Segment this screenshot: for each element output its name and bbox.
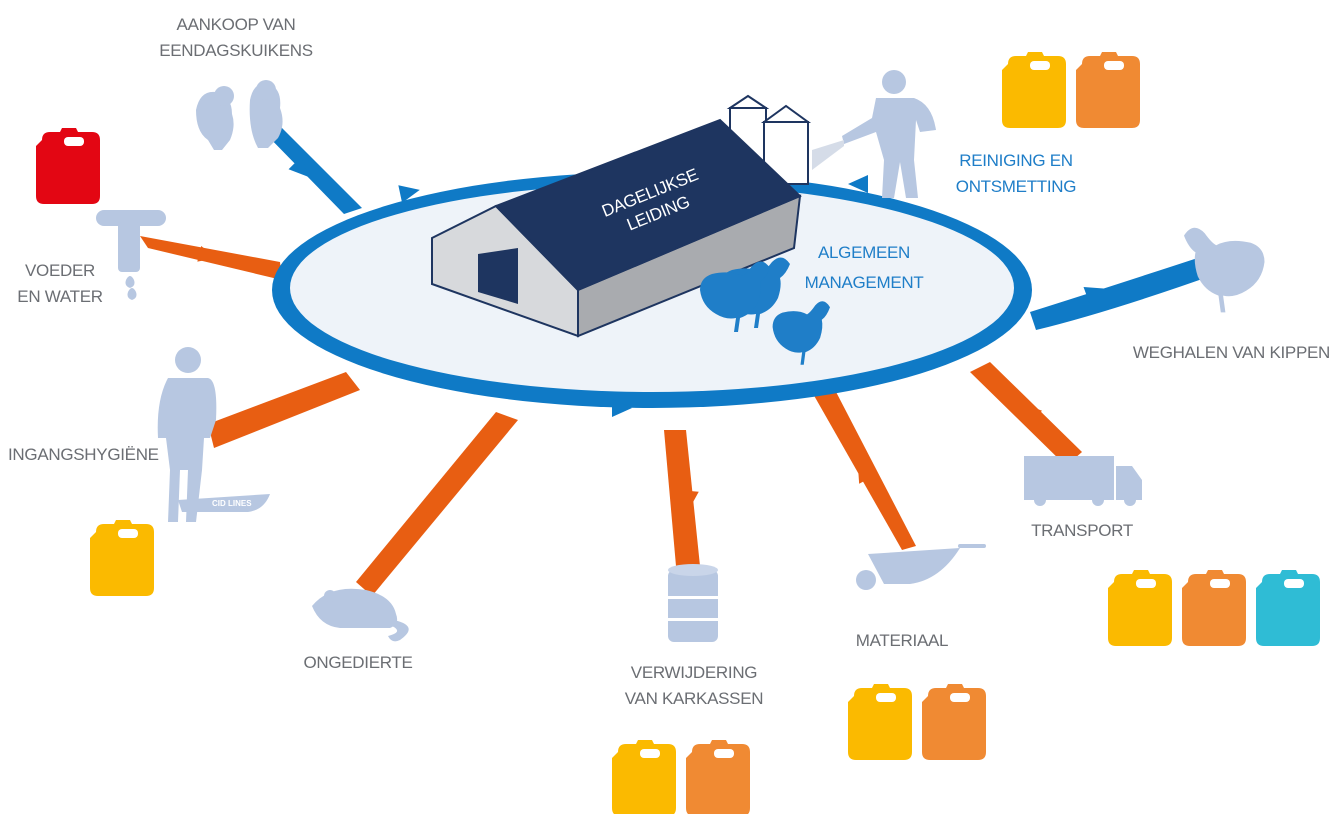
pests-label: ONGEDIERTE <box>303 653 412 672</box>
sprayer-person-icon <box>812 70 936 198</box>
barn <box>431 94 812 338</box>
feed-label-line1: VOEDER <box>25 261 95 280</box>
removal-label: WEGHALEN VAN KIPPEN <box>1133 343 1330 362</box>
management-label-line1: ALGEMEEN <box>818 243 910 262</box>
transport-label: TRANSPORT <box>1031 521 1133 540</box>
barrel-icon <box>668 564 718 642</box>
arrow-chicks-in <box>262 122 362 214</box>
management-label-line2: MANAGEMENT <box>805 273 924 292</box>
hygiene-label: INGANGSHYGIËNE <box>8 445 159 464</box>
chicks-label-line1: AANKOOP VAN <box>177 15 296 34</box>
wheelbarrow-icon <box>856 544 986 590</box>
feed-label-line2: EN WATER <box>17 287 102 306</box>
orange-arrows <box>140 236 1082 596</box>
material-label: MATERIAAL <box>856 631 948 650</box>
cleaning-label-line1: REINIGING EN <box>959 151 1073 170</box>
brand-label: CID LINES <box>212 499 252 508</box>
chicks-label-line2: EENDAGSKUIKENS <box>159 41 313 60</box>
person-icon <box>157 347 270 522</box>
arrow-transport <box>970 362 1082 466</box>
arrow-carcass <box>664 430 700 566</box>
rat-icon <box>312 588 409 642</box>
carcass-label-line1: VERWIJDERING <box>631 663 757 682</box>
chick-icon <box>196 80 283 150</box>
hen-icon <box>1184 227 1265 313</box>
truck-icon <box>1024 456 1142 506</box>
water-pipe-icon <box>96 210 166 300</box>
arrow-removal-out <box>1030 252 1222 330</box>
carcass-label-line2: VAN KARKASSEN <box>625 689 763 708</box>
cleaning-label-line2: ONTSMETTING <box>956 177 1076 196</box>
